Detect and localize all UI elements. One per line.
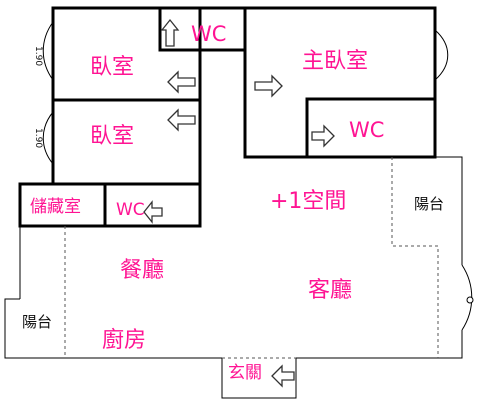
bedroom-2-label: 臥室 — [90, 124, 134, 149]
kitchen-label: 廚房 — [102, 328, 146, 353]
door-arrow-icon — [167, 108, 196, 132]
master-wc-walls — [305, 97, 435, 157]
bedroom-1-label: 臥室 — [90, 55, 134, 80]
left-balcony-wall — [4, 298, 65, 359]
door-arrows — [143, 18, 335, 388]
door-arrow-icon — [271, 364, 295, 388]
wc-top-label: WC — [191, 22, 226, 46]
bottom-wall — [65, 357, 438, 399]
dashed-lines — [64, 157, 439, 359]
right-balcony-label: 陽台 — [414, 195, 444, 213]
right-upper-wall — [435, 156, 463, 265]
window-swing-master — [434, 29, 449, 81]
door-arrow-icon — [160, 18, 180, 47]
window-dimension-2: 1.90 — [33, 128, 43, 148]
door-arrow-icon — [254, 74, 283, 98]
window-swing-2 — [42, 111, 54, 165]
living-label: 客廳 — [308, 278, 352, 303]
storage-wc-label: WC — [116, 200, 145, 220]
right-balcony-partition — [391, 157, 439, 358]
master-wc-label: WC — [349, 118, 384, 142]
door-arrow-icon — [167, 70, 196, 94]
door-arrow-icon — [311, 124, 335, 148]
thin-walls — [4, 156, 474, 399]
window-dimension-1: 1.90 — [33, 46, 43, 66]
storage-label: 儲藏室 — [30, 197, 81, 217]
dining-label: 餐廳 — [120, 258, 164, 283]
right-lower-wall — [438, 330, 463, 359]
entrance-label: 玄關 — [228, 363, 262, 383]
left-balcony-label: 陽台 — [22, 313, 52, 331]
master-bedroom-label: 主臥室 — [302, 49, 368, 74]
plus-one-space-label: +1空間 — [270, 189, 346, 214]
door-swing-icon — [466, 296, 474, 304]
window-swing-1 — [42, 21, 54, 81]
window-marks — [42, 21, 449, 165]
walls — [18, 6, 437, 228]
door-arrow-icon — [143, 200, 163, 224]
